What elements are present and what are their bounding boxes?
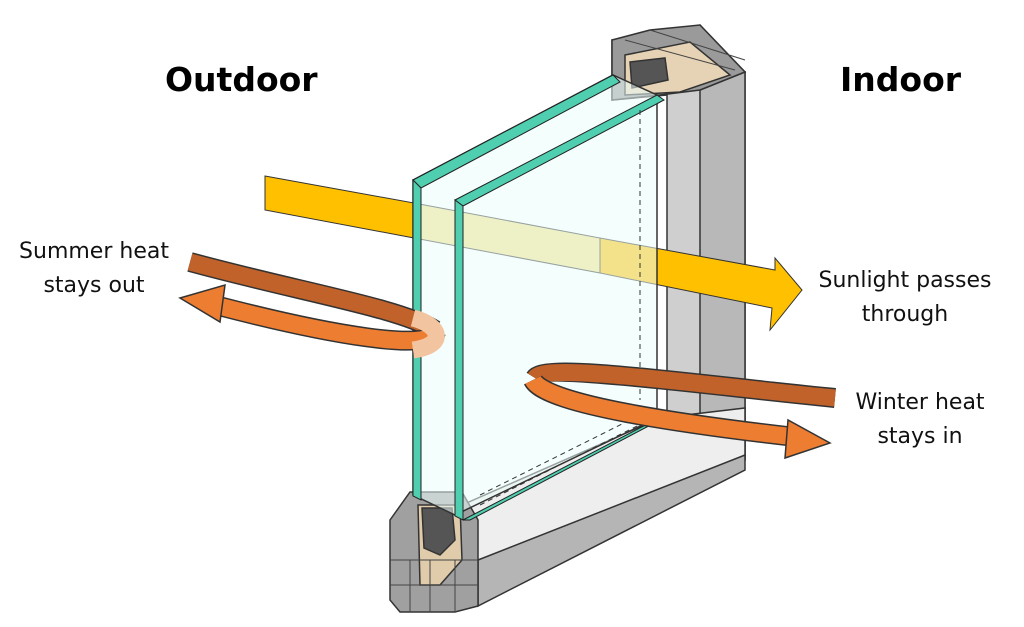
winter-heat-label: Winter heat stays in: [840, 386, 1000, 454]
summer-heat-line-1: Summer heat: [19, 239, 169, 264]
summer-heat-label: Summer heat stays out: [4, 235, 184, 303]
sunlight-label: Sunlight passes through: [805, 264, 1005, 332]
indoor-heading: Indoor: [840, 60, 962, 99]
summer-heat-arrow: [178, 252, 446, 359]
winter-heat-arrow: [524, 362, 836, 460]
winter-heat-line-1: Winter heat: [855, 390, 985, 415]
sunlight-line-2: through: [861, 302, 949, 327]
winter-heat-line-2: stays in: [877, 424, 963, 449]
summer-heat-line-2: stays out: [43, 273, 145, 298]
outdoor-heading: Outdoor: [165, 60, 318, 99]
sunlight-line-1: Sunlight passes: [818, 268, 992, 293]
